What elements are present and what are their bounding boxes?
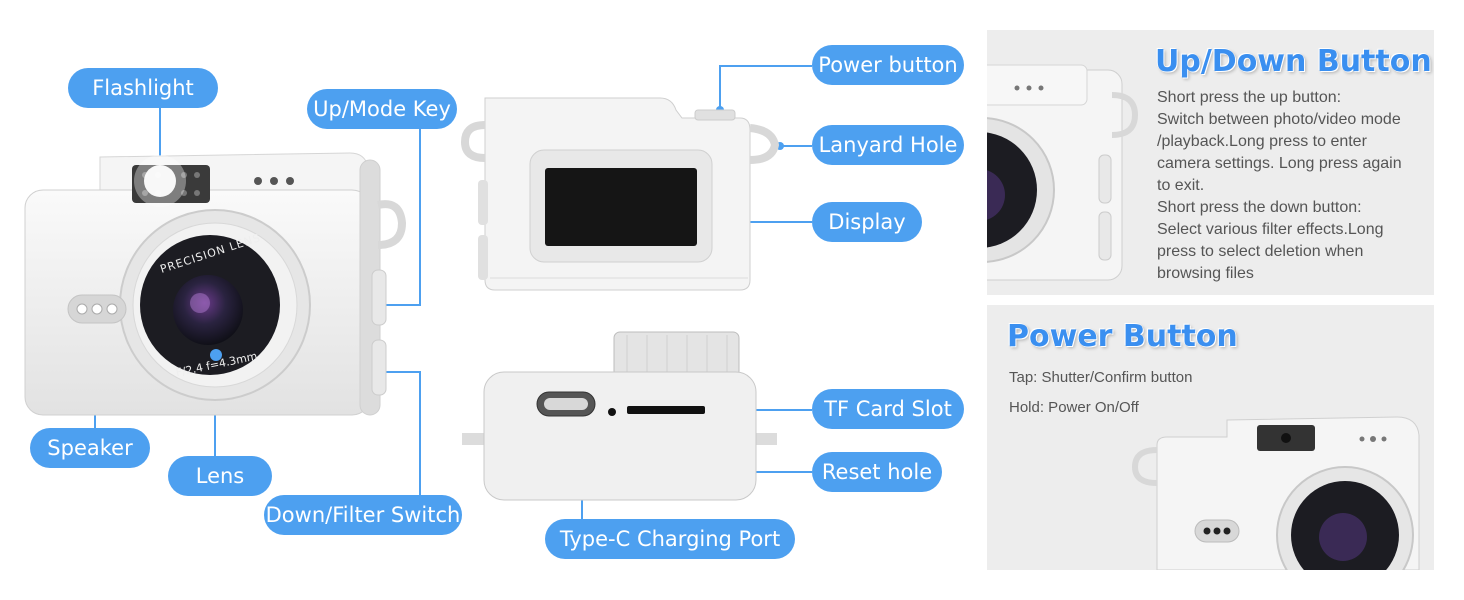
up-down-line: /playback.Long press to enter xyxy=(1157,133,1367,150)
callout-tf-card-slot: TF Card Slot xyxy=(812,389,964,429)
up-down-line: Select various filter effects.Long xyxy=(1157,221,1384,238)
power-button-panel: Power Button Tap: Shutter/Confirm button… xyxy=(987,305,1434,570)
up-down-line: Short press the up button: xyxy=(1157,89,1342,106)
power-camera-closeup xyxy=(1131,416,1420,570)
callout-lens: Lens xyxy=(168,456,272,496)
up-down-line: press to select deletion when xyxy=(1157,243,1364,260)
up-down-panel-title: Up/Down Button xyxy=(1155,44,1432,79)
camera-front-illustration xyxy=(24,152,407,416)
power-line: Tap: Shutter/Confirm button xyxy=(1009,369,1193,386)
power-panel-title: Power Button xyxy=(1007,319,1238,354)
up-down-line: browsing files xyxy=(1157,265,1254,282)
up-down-line: camera settings. Long press again xyxy=(1157,155,1402,172)
up-down-button-panel: Up/Down Button Short press the up button… xyxy=(987,30,1434,295)
callout-flashlight: Flashlight xyxy=(68,68,218,108)
up-down-panel-text: Short press the up button: Switch betwee… xyxy=(1157,87,1432,285)
up-down-camera-closeup xyxy=(987,64,1139,281)
up-down-line: Switch between photo/video mode xyxy=(1157,111,1401,128)
up-down-line: Short press the down button: xyxy=(1157,199,1362,216)
callout-display: Display xyxy=(812,202,922,242)
power-panel-text: Tap: Shutter/Confirm button Hold: Power … xyxy=(1009,363,1269,423)
camera-back-illustration xyxy=(460,97,780,291)
callout-reset-hole: Reset hole xyxy=(812,452,942,492)
callout-speaker: Speaker xyxy=(30,428,150,468)
camera-bottom-illustration xyxy=(462,331,777,501)
callout-up-mode-key: Up/Mode Key xyxy=(307,89,457,129)
callout-type-c-port: Type-C Charging Port xyxy=(545,519,795,559)
power-line: Hold: Power On/Off xyxy=(1009,399,1139,416)
callout-down-filter-switch: Down/Filter Switch xyxy=(264,495,462,535)
callout-power-button: Power button xyxy=(812,45,964,85)
callout-lanyard-hole: Lanyard Hole xyxy=(812,125,964,165)
up-down-line: to exit. xyxy=(1157,177,1205,194)
